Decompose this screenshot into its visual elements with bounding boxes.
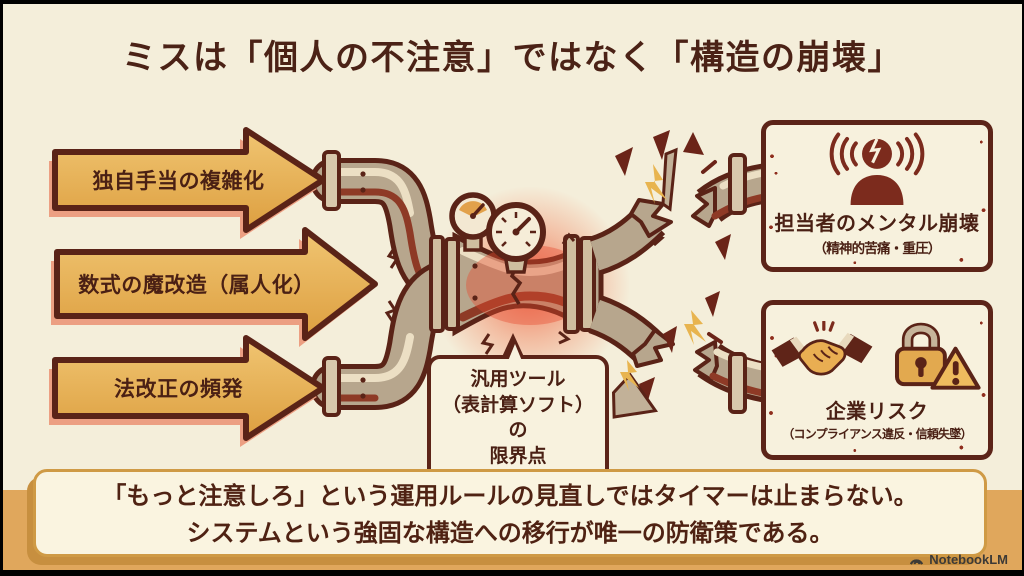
conclusion-banner: 「もっと注意しろ」という運用ルールの見直しではタイマーは止まらない。 システムと… xyxy=(33,469,987,557)
consequence-subtitle: （コンプライアンス違反・信頼失墜） xyxy=(782,427,972,441)
conclusion-line-1: 「もっと注意しろ」という運用ルールの見直しではタイマーは止まらない。 xyxy=(102,483,918,510)
bottleneck-callout: 汎用ツール （表計算ソフト）の 限界点 xyxy=(427,333,609,483)
watermark-label: NotebookLM xyxy=(929,552,1008,567)
spark-flashes xyxy=(620,164,706,391)
pipe-illustration xyxy=(49,127,777,447)
bottleneck-line-2: （表計算ソフト）の xyxy=(441,394,594,442)
inlet-flanges xyxy=(322,150,341,417)
bottleneck-line-1: 汎用ツール xyxy=(470,369,566,390)
center-flanges xyxy=(429,234,596,334)
page-title: ミスは「個人の不注意」ではなく「構造の崩壊」 xyxy=(122,39,903,77)
watermark: NotebookLM xyxy=(909,552,1008,567)
stressed-person-icon xyxy=(829,132,925,205)
cause-label-3: 法改正の頻発 xyxy=(114,378,243,401)
speed-lines xyxy=(701,160,723,344)
bottleneck-line-3: 限界点 xyxy=(489,445,547,467)
conclusion-line-2: システムという強固な構造への移行が唯一の防衛策である。 xyxy=(186,520,834,548)
padlock-warning-icon xyxy=(895,322,981,390)
infographic-canvas: ミスは「個人の不注意」ではなく「構造の崩壊」 独自手当の複雑化 数式の魔改造（属… xyxy=(3,4,1022,570)
broken-fork xyxy=(587,198,675,368)
debris-shards xyxy=(611,130,731,419)
pressure-gauge-large-icon xyxy=(486,202,546,274)
cause-label-2: 数式の魔改造（属人化） xyxy=(78,274,315,297)
consequence-title: 企業リスク xyxy=(825,401,929,423)
cause-label-1: 独自手当の複雑化 xyxy=(92,170,265,193)
notebooklm-logo-icon xyxy=(910,559,924,565)
handshake-icon xyxy=(771,321,873,376)
consequence-box-mental: 担当者のメンタル崩壊 （精神的苦痛・重圧） xyxy=(761,120,993,272)
consequence-box-risk: 企業リスク （コンプライアンス違反・信頼失墜） xyxy=(761,300,993,460)
cause-arrows xyxy=(49,127,378,447)
consequence-subtitle: （精神的苦痛・重圧） xyxy=(813,241,942,256)
pipe-bottom xyxy=(310,262,462,410)
consequence-title: 担当者のメンタル崩壊 xyxy=(774,213,980,235)
